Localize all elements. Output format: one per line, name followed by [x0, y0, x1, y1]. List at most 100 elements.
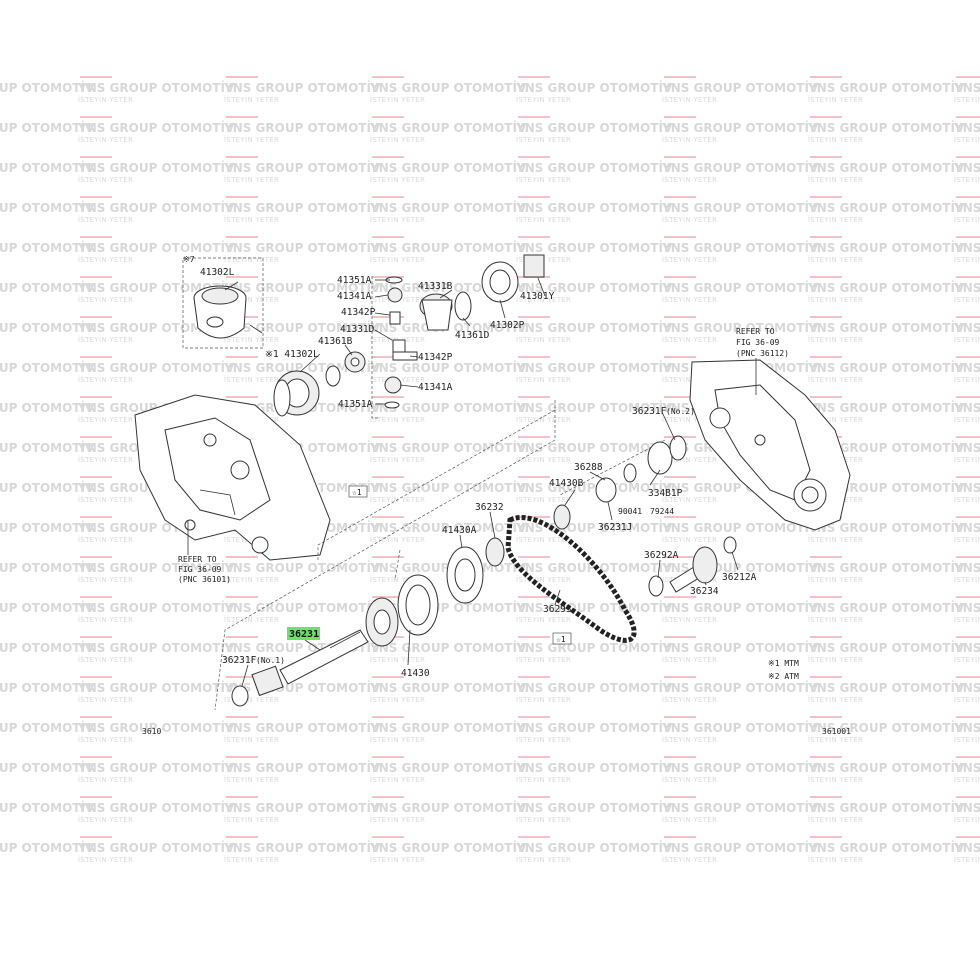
label-36234[interactable]: 36234 [690, 586, 719, 597]
watermark-brand: YNS GROUP OTOMOTİV [807, 80, 965, 95]
label-36231F-top[interactable]: 36231F [632, 406, 667, 417]
label-36292A[interactable]: 36292A [644, 550, 679, 561]
watermark-slogan: İSTEYİN YETER [808, 855, 863, 864]
symbol-box-right-label: ☆1 [556, 635, 566, 644]
label-90041[interactable]: 90041 [618, 507, 642, 516]
watermark-slogan: İSTEYİN YETER [808, 215, 863, 224]
label-41331B[interactable]: 41331B [418, 281, 453, 292]
watermark-slogan: İSTEYİN YETER [78, 295, 133, 304]
watermark-brand: YNS GROUP OTOMOTİV [369, 480, 527, 495]
watermark-slogan: İSTEYİN YETER [224, 295, 279, 304]
watermark-brand: YNS GROUP OTOMOTİV [0, 440, 95, 455]
watermark-brand: YNS GROUP OTOMOTİV [369, 400, 527, 415]
label-41341A-bottom[interactable]: 41341A [418, 382, 453, 393]
watermark-slogan: İSTEYİN YETER [954, 655, 980, 664]
label-36232[interactable]: 36232 [475, 502, 504, 513]
label-36288[interactable]: 36288 [574, 462, 603, 473]
watermark-slogan: İSTEYİN YETER [224, 95, 279, 104]
label-41301Y[interactable]: 41301Y [520, 291, 555, 302]
watermark-brand: YNS GROUP OTOMOTİV [77, 240, 235, 255]
watermark-slogan: İSTEYİN YETER [224, 615, 279, 624]
label-36231J[interactable]: 36231J [598, 522, 632, 533]
watermark-slogan: İSTEYİN YETER [224, 375, 279, 384]
watermark-slogan: İSTEYİN YETER [224, 215, 279, 224]
watermark-slogan: İSTEYİN YETER [370, 175, 425, 184]
label-36231-highlighted[interactable]: 36231 [289, 629, 319, 640]
watermark-slogan: İSTEYİN YETER [954, 455, 980, 464]
watermark-brand: YNS GROUP OTOMOTİV [223, 720, 381, 735]
watermark-brand: YNS GROUP OTOMOTİV [661, 520, 819, 535]
label-41430A[interactable]: 41430A [442, 525, 477, 536]
label-41331D[interactable]: 41331D [340, 324, 375, 335]
label-36231F-bottom[interactable]: 36231F [222, 655, 257, 666]
watermark-brand: YNS GROUP OTOMOTİV [515, 360, 673, 375]
symbol-box-right: ☆1 [552, 632, 572, 645]
watermark-brand: YNS GROUP OTOMOTİV [0, 120, 95, 135]
label-41302L-top[interactable]: 41302L [200, 267, 235, 278]
watermark-brand: YNS GROUP OTOMOTİV [953, 400, 980, 415]
label-41302L-mid[interactable]: ※1 41302L [265, 349, 319, 360]
watermark-slogan: İSTEYİN YETER [516, 415, 571, 424]
label-41302P[interactable]: 41302P [490, 320, 525, 331]
watermark-slogan: İSTEYİN YETER [954, 215, 980, 224]
watermark-slogan: İSTEYİN YETER [370, 735, 425, 744]
label-36212A[interactable]: 36212A [722, 572, 757, 583]
watermark-brand: YNS GROUP OTOMOTİV [0, 200, 95, 215]
watermark-brand: YNS GROUP OTOMOTİV [223, 560, 381, 575]
watermark-slogan: İSTEYİN YETER [78, 495, 133, 504]
watermark-brand: YNS GROUP OTOMOTİV [369, 640, 527, 655]
watermark-brand: YNS GROUP OTOMOTİV [77, 200, 235, 215]
watermark-slogan: İSTEYİN YETER [224, 135, 279, 144]
watermark-brand: YNS GROUP OTOMOTİV [807, 760, 965, 775]
watermark-slogan: İSTEYİN YETER [370, 775, 425, 784]
refer-left-line1: REFER TO [178, 555, 217, 564]
watermark-slogan: İSTEYİN YETER [662, 135, 717, 144]
corner-code-right: 361001 [822, 727, 851, 736]
label-41342P-mid[interactable]: 41342P [418, 352, 453, 363]
label-334B1P[interactable]: 334B1P [648, 488, 683, 499]
label-41351A-bottom[interactable]: 41351A [338, 399, 373, 410]
label-36293[interactable]: 36293 [543, 604, 572, 615]
watermark-brand: YNS GROUP OTOMOTİV [953, 200, 980, 215]
label-41351A-top[interactable]: 41351A [337, 275, 372, 286]
label-41341A-top[interactable]: 41341A [337, 291, 372, 302]
watermark-slogan: İSTEYİN YETER [224, 655, 279, 664]
label-41430B[interactable]: 41430B [549, 478, 584, 489]
watermark-slogan: İSTEYİN YETER [808, 135, 863, 144]
watermark-slogan: İSTEYİN YETER [954, 415, 980, 424]
watermark-brand: YNS GROUP OTOMOTİV [223, 80, 381, 95]
watermark-brand: YNS GROUP OTOMOTİV [369, 80, 527, 95]
watermark-slogan: İSTEYİN YETER [224, 695, 279, 704]
watermark-brand: YNS GROUP OTOMOTİV [661, 280, 819, 295]
watermark-brand: YNS GROUP OTOMOTİV [661, 160, 819, 175]
highlighted-part[interactable]: 36231 [287, 627, 320, 640]
label-41430[interactable]: 41430 [401, 668, 430, 679]
label-79244[interactable]: 79244 [650, 507, 674, 516]
watermark-slogan: İSTEYİN YETER [370, 415, 425, 424]
label-41361D[interactable]: 41361D [455, 330, 490, 341]
watermark-slogan: İSTEYİN YETER [224, 775, 279, 784]
label-41361B[interactable]: 41361B [318, 336, 353, 347]
watermark-slogan: İSTEYİN YETER [662, 215, 717, 224]
label-41342P-top[interactable]: 41342P [341, 307, 376, 318]
